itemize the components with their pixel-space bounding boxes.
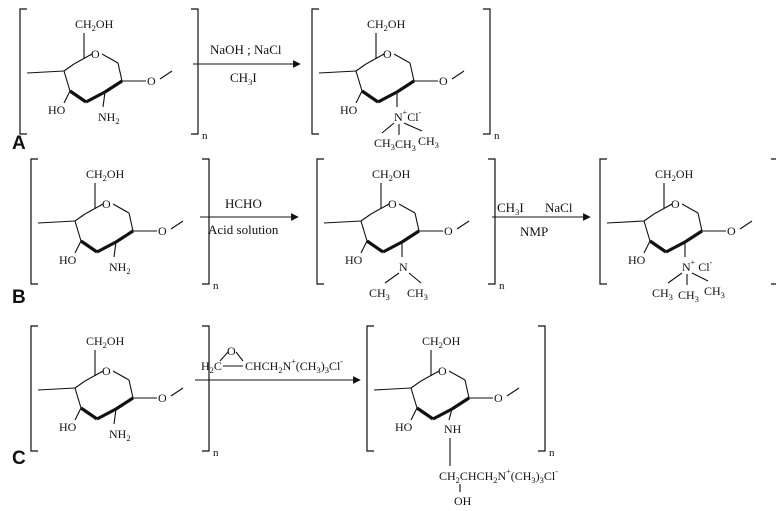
nh2-label: NH2 (109, 427, 131, 443)
tmc-unit-a: N+Cl- CH3 CH3 CH3 (311, 8, 501, 153)
row-c: NH2 H2C O CHCH2N+(CH3)3Cl- NH CH2CHCH2N+… (12, 325, 558, 508)
methyl-label: CH3 (704, 284, 725, 300)
row-a: NH2 NaOH ; NaCl CH3I N+Cl- CH3 CH3 CH3 A (12, 8, 501, 154)
epoxide-ch2-label: H2C (201, 359, 222, 375)
chitosan-unit-c: NH2 (30, 325, 220, 460)
reagent-b1-top: HCHO (225, 196, 262, 211)
quaternary-n-label: N+Cl- (394, 108, 422, 124)
reagent-b2-top-right: NaCl (545, 200, 573, 215)
quaternary-n-label: N+ Cl- (682, 258, 713, 274)
reagent-a-top: NaOH ; NaCl (210, 42, 282, 57)
row-b: NH2 HCHO Acid solution N CH3 CH3 CH3I Na… (12, 158, 776, 308)
tertiary-n-label: N (399, 260, 408, 274)
reagent-a-bottom: CH3I (230, 70, 257, 87)
methyl-label: CH3 (369, 286, 390, 302)
methyl-label: CH3 (395, 137, 416, 153)
nh2-label: NH2 (109, 260, 131, 276)
epoxide-oxygen-label: O (227, 344, 236, 358)
chitosan-unit-b: NH2 (30, 158, 220, 293)
side-chain-label: CH2CHCH2N+(CH3)3Cl- (439, 467, 558, 485)
panel-label-b: B (12, 287, 26, 308)
hydroxyl-label: OH (454, 494, 472, 508)
nh2-label: NH2 (98, 110, 120, 126)
methyl-label: CH3 (418, 134, 439, 150)
tmc-unit-b: N+ Cl- CH3 CH3 CH3 (599, 158, 776, 304)
methyl-label: CH3 (652, 286, 673, 302)
epoxide-reagent: H2C O CHCH2N+(CH3)3Cl- (201, 344, 343, 375)
reagent-b2-bottom: NMP (520, 224, 548, 239)
htcc-unit: NH CH2CHCH2N+(CH3)3Cl- OH (366, 325, 558, 508)
methyl-label: CH3 (678, 288, 699, 304)
reagent-b1-bottom: Acid solution (208, 222, 279, 237)
nh-label: NH (444, 422, 462, 436)
reagent-b2-top-left: CH3I (497, 200, 524, 217)
methyl-label: CH3 (407, 286, 428, 302)
chitosan-unit-a: NH2 (19, 8, 209, 143)
panel-label-c: C (12, 448, 26, 469)
dimethyl-chitosan-unit: N CH3 CH3 (316, 158, 506, 302)
panel-label-a: A (12, 133, 26, 154)
methyl-label: CH3 (374, 136, 395, 152)
epoxide-chain-label: CHCH2N+(CH3)3Cl- (245, 357, 343, 375)
